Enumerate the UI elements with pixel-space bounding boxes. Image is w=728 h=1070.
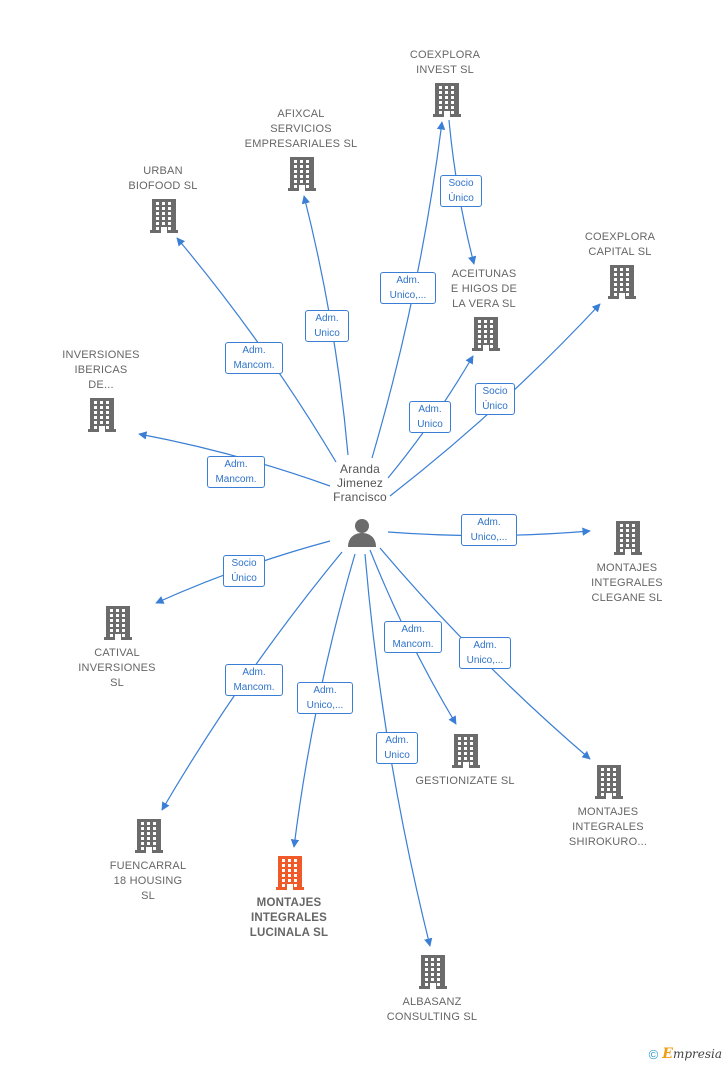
node-label-coexplora-capital[interactable]: COEXPLORA CAPITAL SL — [584, 231, 656, 258]
edge-label-fuencarral[interactable]: Adm. Mancom. — [225, 664, 283, 696]
person-icon[interactable] — [347, 517, 377, 552]
building-icon-fuencarral[interactable] — [135, 819, 163, 858]
building-icon-albasanz[interactable] — [419, 955, 447, 994]
edge-label-montajes-shirokuro[interactable]: Adm. Unico,... — [459, 637, 511, 669]
edge-label-aceitunas[interactable]: Adm. Unico — [409, 401, 451, 433]
copyright-symbol: © — [648, 1046, 659, 1062]
building-icon-coexplora-invest[interactable] — [433, 83, 461, 122]
building-icon-montajes-clegane[interactable] — [614, 521, 642, 560]
brand-logo: Empresia — [662, 1046, 722, 1062]
footer-brand: © Empresia — [649, 1046, 722, 1062]
building-icon-inversiones-ibericas[interactable] — [88, 398, 116, 437]
node-label-aceitunas[interactable]: ACEITUNAS E HIGOS DE LA VERA SL — [450, 268, 518, 310]
node-label-urban-biofood[interactable]: URBAN BIOFOOD SL — [128, 165, 198, 192]
edge-label-coexplora-invest[interactable]: Adm. Unico,... — [380, 272, 436, 304]
edge-label-montajes-lucinala[interactable]: Adm. Unico,... — [297, 682, 353, 714]
node-label-catival[interactable]: CATIVAL INVERSIONES SL — [78, 647, 156, 689]
building-icon-urban-biofood[interactable] — [150, 199, 178, 238]
node-label-fuencarral[interactable]: FUENCARRAL 18 HOUSING SL — [109, 860, 187, 902]
building-icon-montajes-lucinala[interactable] — [276, 856, 304, 895]
edge-label-aceitunas[interactable]: Socio Único — [440, 175, 482, 207]
edge-label-urban-biofood[interactable]: Adm. Mancom. — [225, 342, 283, 374]
edge-label-gestionizate[interactable]: Adm. Mancom. — [384, 621, 442, 653]
building-icon-gestionizate[interactable] — [452, 734, 480, 773]
node-label-inversiones-ibericas[interactable]: INVERSIONES IBERICAS DE... — [62, 349, 140, 391]
edge-label-montajes-clegane[interactable]: Adm. Unico,... — [461, 514, 517, 546]
building-icon-coexplora-capital[interactable] — [608, 265, 636, 304]
edge-label-catival[interactable]: Socio Único — [223, 555, 265, 587]
building-icon-montajes-shirokuro[interactable] — [595, 765, 623, 804]
building-icon-aceitunas[interactable] — [472, 317, 500, 356]
node-label-gestionizate[interactable]: GESTIONIZATE SL — [415, 775, 515, 787]
node-label-montajes-clegane[interactable]: MONTAJES INTEGRALES CLEGANE SL — [591, 562, 663, 604]
center-person-name[interactable]: Aranda Jimenez Francisco — [333, 462, 387, 504]
node-label-montajes-shirokuro[interactable]: MONTAJES INTEGRALES SHIROKURO... — [568, 806, 648, 848]
node-label-montajes-lucinala[interactable]: MONTAJES INTEGRALES LUCINALA SL — [249, 897, 329, 939]
edge-label-afixcal[interactable]: Adm. Unico — [305, 310, 349, 342]
node-label-albasanz[interactable]: ALBASANZ CONSULTING SL — [386, 996, 478, 1023]
edge-label-inversiones-ibericas[interactable]: Adm. Mancom. — [207, 456, 265, 488]
building-icon-afixcal[interactable] — [288, 157, 316, 196]
edge-label-albasanz[interactable]: Adm. Unico — [376, 732, 418, 764]
edge-label-coexplora-capital[interactable]: Socio Único — [475, 383, 515, 415]
node-label-coexplora-invest[interactable]: COEXPLORA INVEST SL — [409, 49, 481, 76]
building-icon-catival[interactable] — [104, 606, 132, 645]
node-label-afixcal[interactable]: AFIXCAL SERVICIOS EMPRESARIALES SL — [244, 108, 358, 150]
